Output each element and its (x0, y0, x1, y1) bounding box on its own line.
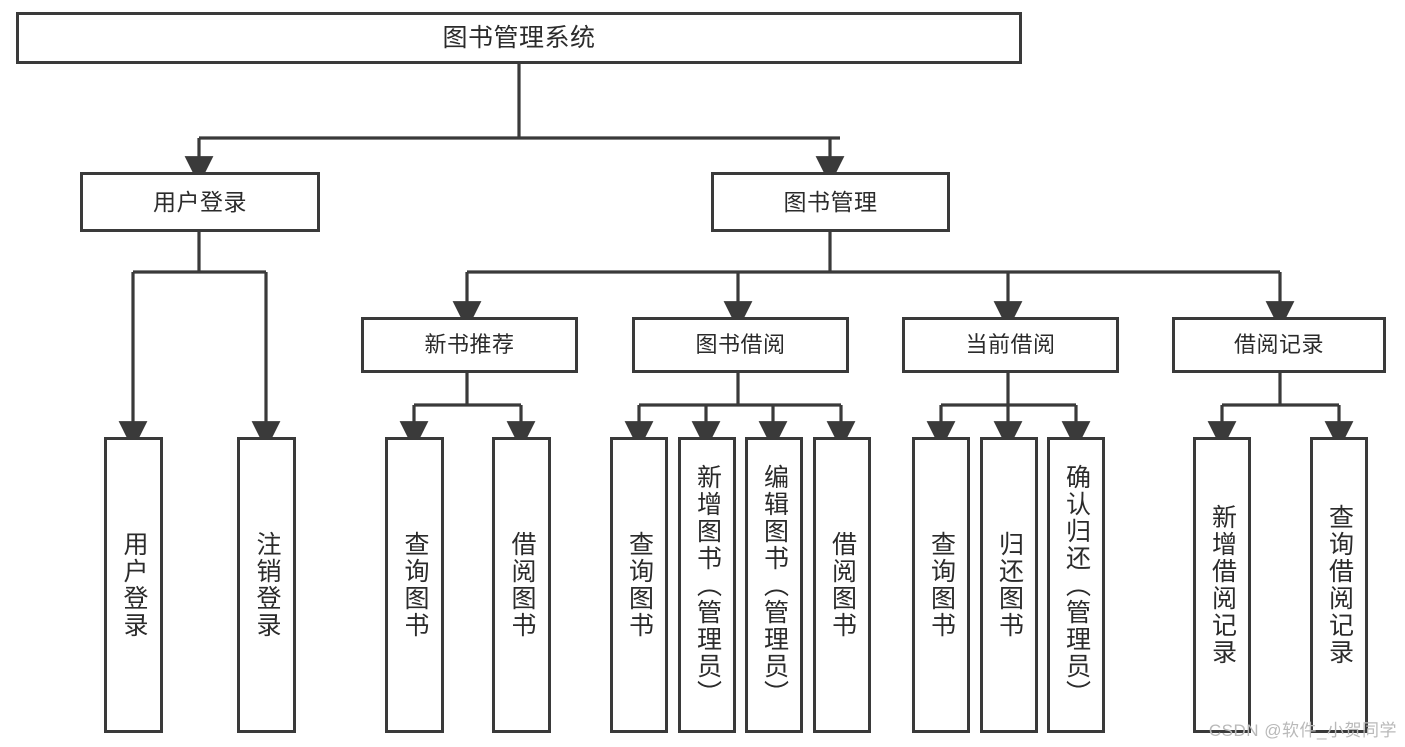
node-leaf-add-book-label: 新增图书（管理员） (693, 463, 722, 707)
node-leaf-borrow-book-2[interactable]: 借阅图书 (813, 437, 871, 733)
node-current-borrow-label: 当前借阅 (965, 332, 1056, 358)
node-leaf-add-book[interactable]: 新增图书（管理员） (678, 437, 736, 733)
node-leaf-query-book-2[interactable]: 查询图书 (610, 437, 668, 733)
node-leaf-borrow-book-1[interactable]: 借阅图书 (492, 437, 551, 733)
node-leaf-query-record-label: 查询借阅记录 (1325, 504, 1354, 666)
node-leaf-edit-book[interactable]: 编辑图书（管理员） (745, 437, 803, 733)
node-leaf-user-login[interactable]: 用户登录 (104, 437, 163, 733)
node-leaf-query-book-2-label: 查询图书 (625, 531, 654, 639)
node-leaf-query-record[interactable]: 查询借阅记录 (1310, 437, 1368, 733)
node-root[interactable]: 图书管理系统 (16, 12, 1022, 64)
node-new-book-recommend[interactable]: 新书推荐 (361, 317, 578, 373)
node-root-label: 图书管理系统 (442, 23, 596, 52)
node-leaf-user-login-label: 用户登录 (120, 531, 148, 639)
node-leaf-confirm-return-label: 确认归还（管理员） (1062, 463, 1091, 707)
node-leaf-query-book-3[interactable]: 查询图书 (912, 437, 970, 733)
node-leaf-return-book-label: 归还图书 (995, 531, 1024, 639)
node-borrow-record-label: 借阅记录 (1233, 332, 1324, 358)
node-book-management[interactable]: 图书管理 (711, 172, 950, 232)
watermark: CSDN @软件_小贺同学 (1208, 721, 1397, 740)
node-borrow-record[interactable]: 借阅记录 (1172, 317, 1386, 373)
node-leaf-query-book-3-label: 查询图书 (927, 531, 956, 639)
node-leaf-add-record[interactable]: 新增借阅记录 (1193, 437, 1251, 733)
node-book-management-label: 图书管理 (783, 188, 878, 215)
node-leaf-borrow-book-1-label: 借阅图书 (508, 531, 536, 639)
node-leaf-borrow-book-2-label: 借阅图书 (828, 531, 857, 639)
node-leaf-edit-book-label: 编辑图书（管理员） (760, 463, 789, 707)
node-leaf-query-book-1[interactable]: 查询图书 (385, 437, 444, 733)
node-user-login[interactable]: 用户登录 (80, 172, 320, 232)
node-leaf-logout-login[interactable]: 注销登录 (237, 437, 296, 733)
node-new-book-recommend-label: 新书推荐 (424, 332, 515, 358)
node-current-borrow[interactable]: 当前借阅 (902, 317, 1119, 373)
node-leaf-logout-login-label: 注销登录 (253, 531, 281, 639)
node-book-borrow-label: 图书借阅 (695, 332, 786, 358)
node-book-borrow[interactable]: 图书借阅 (632, 317, 849, 373)
node-leaf-query-book-1-label: 查询图书 (401, 531, 429, 639)
node-leaf-confirm-return[interactable]: 确认归还（管理员） (1047, 437, 1105, 733)
node-leaf-return-book[interactable]: 归还图书 (980, 437, 1038, 733)
node-user-login-label: 用户登录 (153, 188, 247, 215)
node-leaf-add-record-label: 新增借阅记录 (1208, 504, 1237, 666)
